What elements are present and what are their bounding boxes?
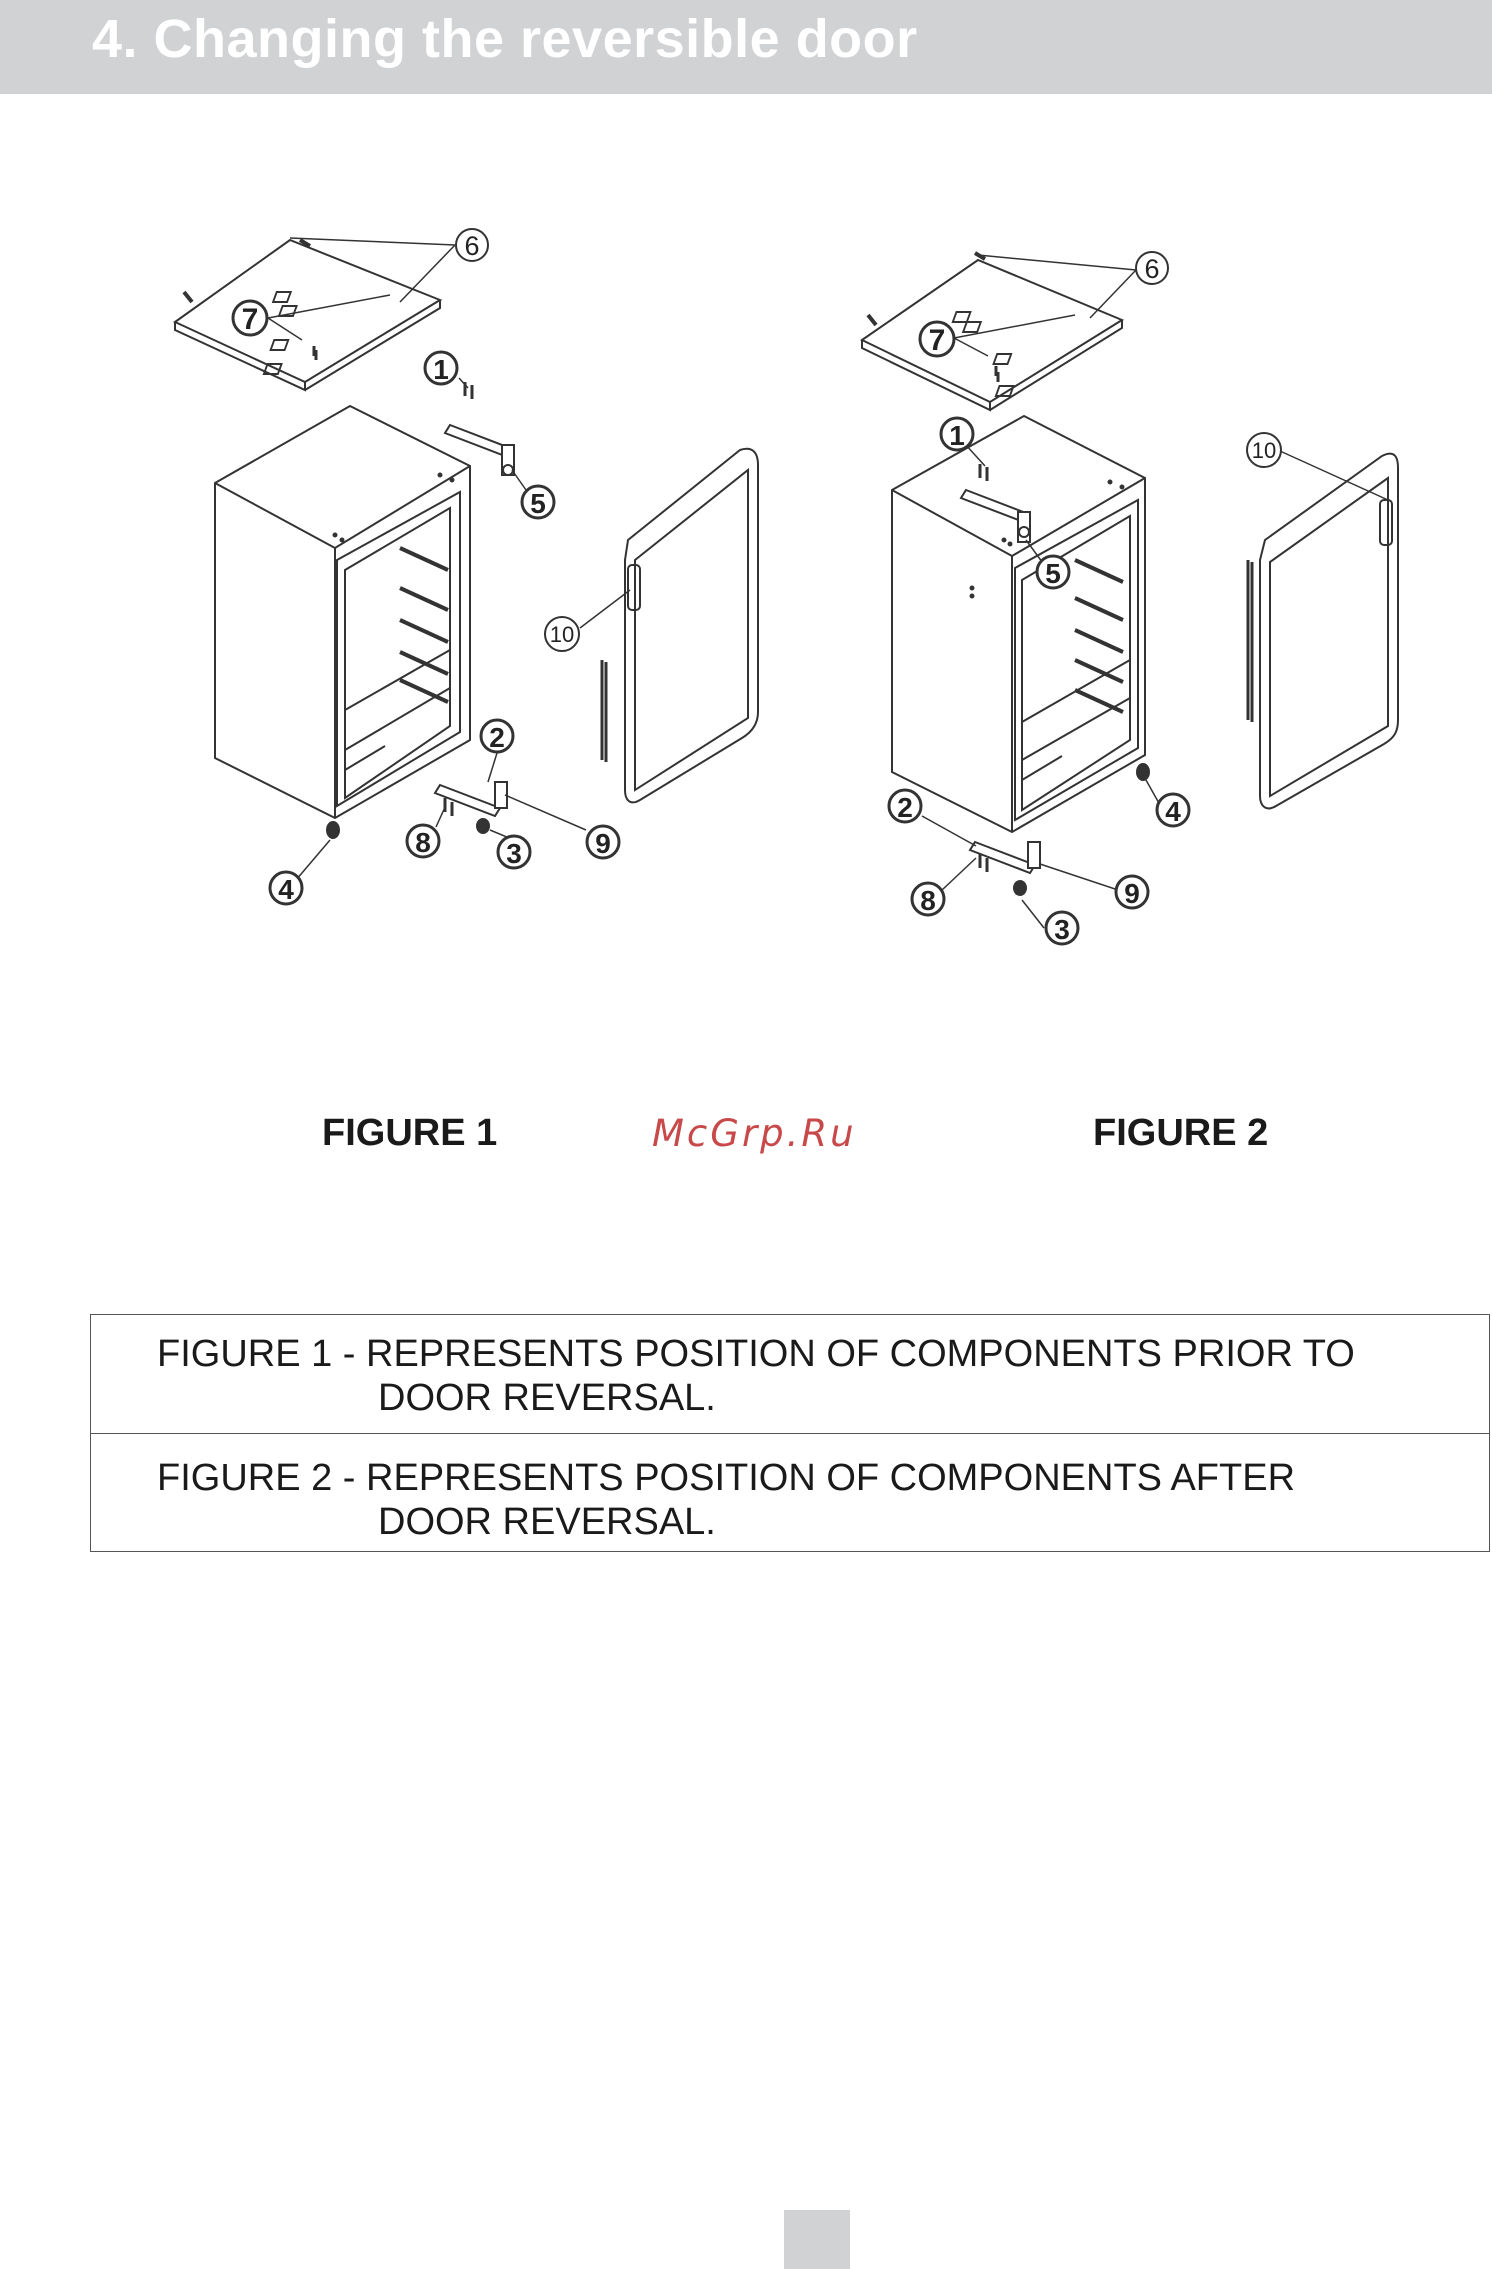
figure2-caption: FIGURE 2 bbox=[1093, 1112, 1268, 1155]
svg-text:10: 10 bbox=[1252, 438, 1276, 463]
figure1-door bbox=[602, 449, 758, 803]
svg-text:2: 2 bbox=[489, 722, 505, 753]
svg-text:9: 9 bbox=[595, 828, 611, 859]
figure2-callout-6: 6 bbox=[1136, 252, 1168, 284]
page-number-tab bbox=[784, 2210, 850, 2269]
figure1-callout-3: 3 bbox=[498, 836, 530, 869]
figure1-callout-8: 8 bbox=[407, 825, 439, 858]
svg-text:6: 6 bbox=[464, 231, 479, 261]
figure2-callout-7: 7 bbox=[920, 322, 954, 357]
svg-text:5: 5 bbox=[1045, 558, 1061, 589]
notes-row-figure1: FIGURE 1 - REPRESENTS POSITION OF COMPON… bbox=[91, 1315, 1489, 1434]
svg-text:1: 1 bbox=[433, 354, 449, 385]
svg-text:4: 4 bbox=[278, 874, 294, 905]
svg-text:9: 9 bbox=[1124, 878, 1140, 909]
svg-text:7: 7 bbox=[242, 303, 259, 336]
figure1-callout-10: 10 bbox=[545, 617, 579, 651]
figure1-callout-5: 5 bbox=[522, 486, 554, 519]
note-figure1-line1: FIGURE 1 - REPRESENTS POSITION OF COMPON… bbox=[157, 1333, 1355, 1376]
watermark: McGrp.Ru bbox=[652, 1112, 857, 1155]
svg-text:2: 2 bbox=[897, 792, 913, 823]
figure1-cabinet bbox=[215, 406, 470, 838]
svg-text:10: 10 bbox=[550, 622, 574, 647]
figure1-callout-6: 6 bbox=[456, 229, 488, 261]
svg-text:8: 8 bbox=[415, 827, 431, 858]
figure1-callout-4: 4 bbox=[270, 872, 302, 905]
figure2-callout-10: 10 bbox=[1247, 433, 1281, 467]
svg-text:1: 1 bbox=[949, 420, 965, 451]
figure1-callout-7: 7 bbox=[233, 301, 267, 336]
door-reversal-diagram: 6 7 1 5 10 2 8 3 9 4 bbox=[0, 0, 1492, 1000]
svg-text:7: 7 bbox=[929, 324, 946, 357]
figure2-cabinet bbox=[892, 416, 1149, 832]
figure1-callout-2: 2 bbox=[481, 720, 513, 753]
notes-table: FIGURE 1 - REPRESENTS POSITION OF COMPON… bbox=[90, 1314, 1490, 1552]
figure2-door bbox=[1248, 454, 1398, 809]
figure1-top-cover bbox=[175, 240, 440, 390]
svg-text:4: 4 bbox=[1165, 796, 1181, 827]
note-figure2-line1: FIGURE 2 - REPRESENTS POSITION OF COMPON… bbox=[157, 1457, 1295, 1500]
note-figure2-line2: DOOR REVERSAL. bbox=[378, 1501, 716, 1544]
figure2-callout-9: 9 bbox=[1116, 876, 1148, 909]
figure2-callout-2: 2 bbox=[889, 790, 921, 823]
notes-row-figure2: FIGURE 2 - REPRESENTS POSITION OF COMPON… bbox=[91, 1433, 1489, 1551]
figure1-illustration: 6 7 1 5 10 2 8 3 9 4 bbox=[175, 229, 758, 905]
figure2-callout-3: 3 bbox=[1046, 912, 1078, 945]
svg-text:3: 3 bbox=[506, 838, 522, 869]
svg-text:8: 8 bbox=[920, 885, 936, 916]
figure2-bottom-hinge bbox=[970, 842, 1040, 895]
note-figure1-line2: DOOR REVERSAL. bbox=[378, 1377, 716, 1420]
figure2-callout-4: 4 bbox=[1157, 794, 1189, 827]
figure2-callout-1: 1 bbox=[941, 418, 973, 451]
figure2-callout-5: 5 bbox=[1037, 556, 1069, 589]
figure2-illustration: 6 7 1 10 5 2 4 8 9 3 bbox=[862, 252, 1398, 945]
svg-text:3: 3 bbox=[1054, 914, 1070, 945]
svg-text:5: 5 bbox=[530, 488, 546, 519]
figure1-bottom-hinge bbox=[435, 782, 507, 833]
figure2-callout-8: 8 bbox=[912, 883, 944, 916]
figure1-caption: FIGURE 1 bbox=[322, 1112, 497, 1155]
figure1-callout-1: 1 bbox=[425, 352, 457, 385]
figure1-callout-9: 9 bbox=[587, 826, 619, 859]
svg-text:6: 6 bbox=[1144, 254, 1159, 284]
